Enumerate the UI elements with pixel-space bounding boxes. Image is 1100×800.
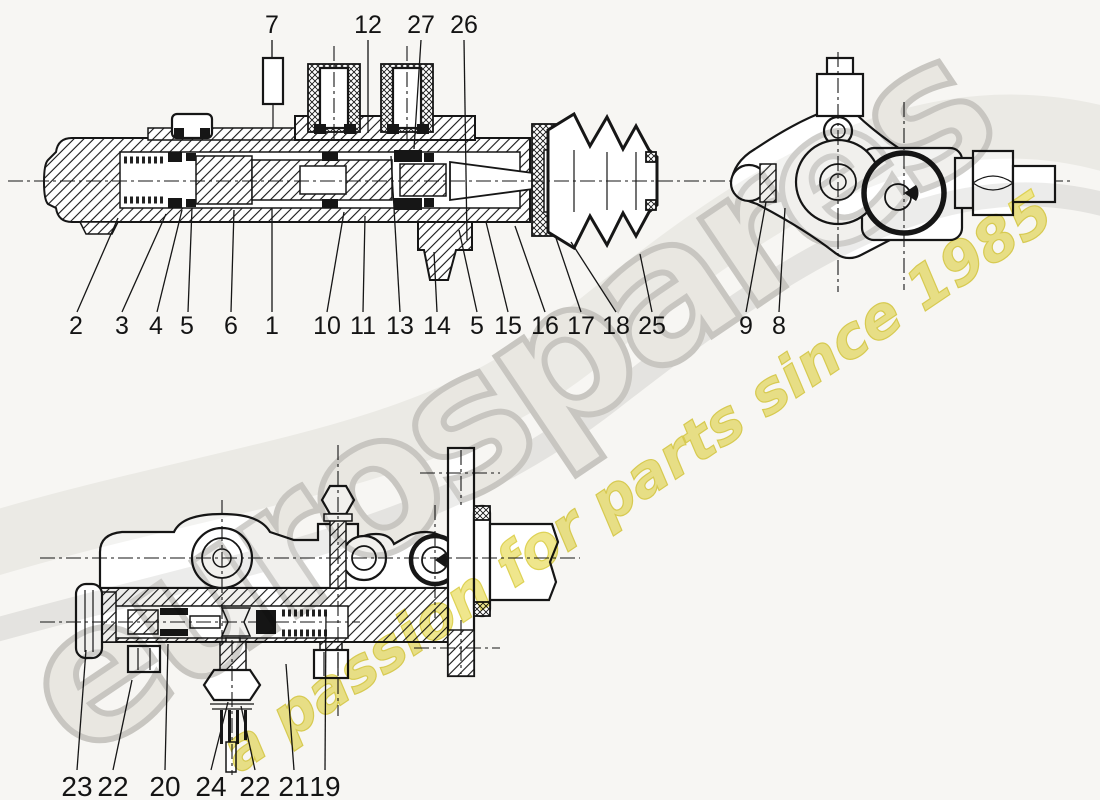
- callout-22: 22: [97, 771, 128, 800]
- watermark-swoosh: [0, 182, 1100, 642]
- callout-21: 21: [278, 771, 309, 800]
- callout-10: 10: [313, 312, 341, 340]
- callout-7: 7: [265, 11, 279, 39]
- callout-3: 3: [115, 312, 129, 340]
- callout-14: 14: [423, 312, 451, 340]
- callout-15: 15: [494, 312, 522, 340]
- callout-5b: 5: [470, 312, 484, 340]
- callout-19: 19: [309, 771, 340, 800]
- watermark-swoosh: [0, 94, 1100, 576]
- callout-13: 13: [386, 312, 414, 340]
- callout-27: 27: [407, 11, 435, 39]
- callout-22b: 22: [239, 771, 270, 800]
- leader-lines: [76, 39, 786, 771]
- callout-24: 24: [195, 771, 226, 800]
- callout-5: 5: [180, 312, 194, 340]
- callout-11: 11: [350, 312, 376, 340]
- callout-4: 4: [149, 312, 163, 340]
- callout-26: 26: [450, 11, 478, 39]
- callout-6: 6: [224, 312, 238, 340]
- watermark-logo: eurospares: [0, 0, 1030, 800]
- callout-20: 20: [149, 771, 180, 800]
- section-view: [8, 46, 1070, 281]
- callout-8: 8: [772, 312, 786, 340]
- callout-9: 9: [739, 312, 753, 340]
- callout-2: 2: [69, 312, 83, 340]
- callout-12: 12: [354, 11, 382, 39]
- callout-1: 1: [265, 312, 279, 340]
- callout-23: 23: [61, 771, 92, 800]
